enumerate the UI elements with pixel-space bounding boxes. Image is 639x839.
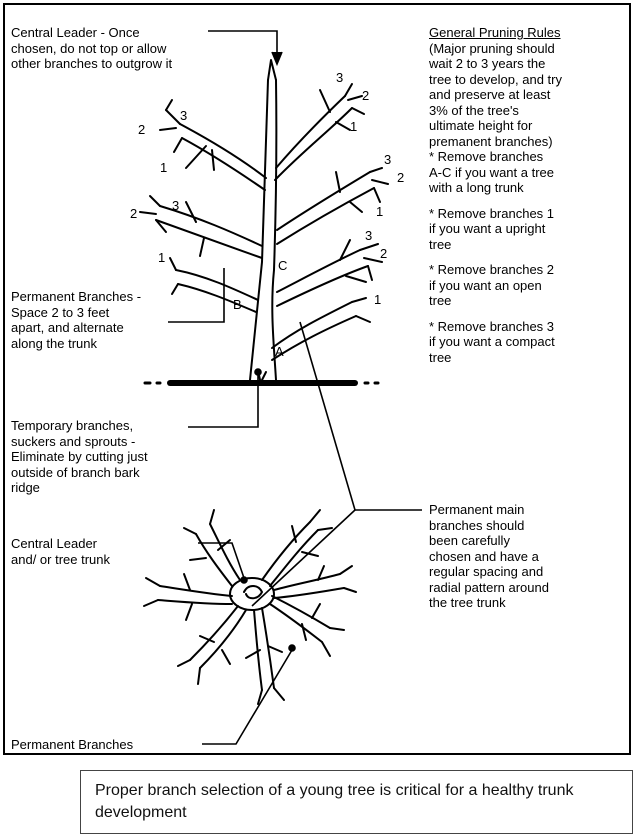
rule-item: * Remove branches 2 if you want an open … [429, 262, 625, 309]
marker-c: C [278, 258, 287, 273]
marker-a: A [275, 344, 284, 359]
marker-3: 3 [172, 198, 179, 213]
marker-2: 2 [380, 246, 387, 261]
permanent-branches-bottom-label: Permanent Branches [11, 737, 211, 753]
marker-3: 3 [180, 108, 187, 123]
rule-item: * Remove branches 3 if you want a compac… [429, 319, 625, 366]
central-leader-trunk-label: Central Leader and/ or tree trunk [11, 536, 201, 567]
pruning-rules-intro: (Major pruning should wait 2 to 3 years … [429, 41, 625, 150]
marker-3: 3 [336, 70, 343, 85]
marker-1: 1 [376, 204, 383, 219]
marker-1: 1 [160, 160, 167, 175]
marker-3: 3 [384, 152, 391, 167]
main-branches-label: Permanent main branches should been care… [429, 502, 619, 611]
central-leader-label: Central Leader - Once chosen, do not top… [11, 25, 226, 72]
pruning-rules-title: General Pruning Rules [429, 25, 625, 41]
leader-lines-lower [198, 510, 422, 744]
rule-item: * Remove branches 1 if you want a uprigh… [429, 206, 625, 253]
marker-b: B [233, 297, 242, 312]
marker-1: 1 [158, 250, 165, 265]
marker-1: 1 [350, 119, 357, 134]
figure-caption: Proper branch selection of a young tree … [80, 770, 633, 834]
rule-item: * Remove branches A-C if you want a tree… [429, 149, 625, 196]
permanent-branches-label: Permanent Branches - Space 2 to 3 feet a… [11, 289, 181, 351]
marker-2: 2 [138, 122, 145, 137]
marker-2: 2 [130, 206, 137, 221]
marker-1: 1 [374, 292, 381, 307]
pruning-rules: General Pruning Rules (Major pruning sho… [429, 25, 625, 365]
marker-3: 3 [365, 228, 372, 243]
marker-2: 2 [397, 170, 404, 185]
temporary-branches-label: Temporary branches, suckers and sprouts … [11, 418, 211, 496]
marker-2: 2 [362, 88, 369, 103]
